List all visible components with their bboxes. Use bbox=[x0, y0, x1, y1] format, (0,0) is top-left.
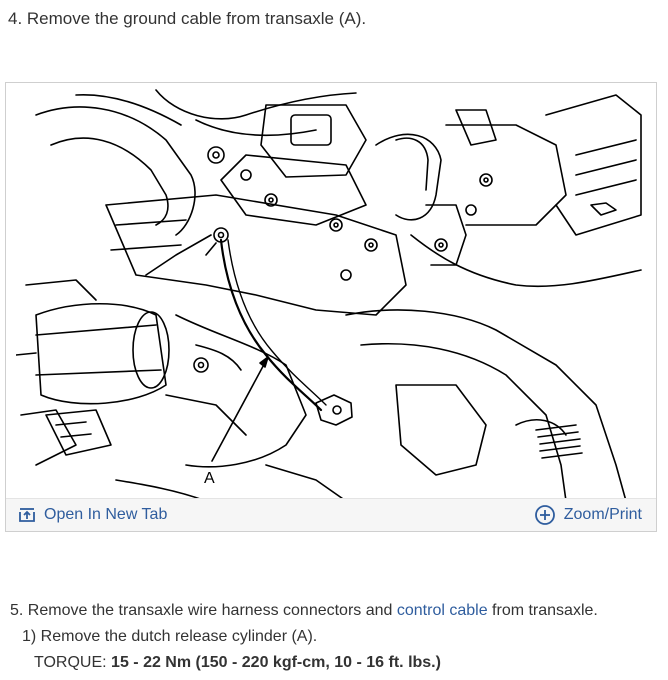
open-in-new-tab-button[interactable]: Open In New Tab bbox=[18, 499, 167, 531]
figure-container: A Open In New Tab Zoom/Print bbox=[5, 82, 657, 532]
step-5-instruction: 5. Remove the transaxle wire harness con… bbox=[10, 600, 598, 622]
transaxle-ground-cable-diagram: A bbox=[16, 85, 646, 575]
step-5-suffix: from transaxle. bbox=[487, 602, 598, 619]
step-4-instruction: 4. Remove the ground cable from transaxl… bbox=[8, 9, 367, 28]
zoom-plus-icon bbox=[534, 504, 556, 526]
open-in-new-tab-label: Open In New Tab bbox=[44, 506, 168, 523]
zoom-print-label: Zoom/Print bbox=[563, 506, 642, 523]
figure-toolbar: Open In New Tab Zoom/Print bbox=[6, 498, 656, 531]
step-5-substep-1: 1) Remove the dutch release cylinder (A)… bbox=[22, 628, 318, 645]
zoom-print-button[interactable]: Zoom/Print bbox=[534, 499, 642, 531]
callout-label-a: A bbox=[204, 470, 215, 487]
torque-spec: TORQUE: 15 - 22 Nm (150 - 220 kgf-cm, 10… bbox=[34, 652, 441, 674]
torque-value: 15 - 22 Nm (150 - 220 kgf-cm, 10 - 16 ft… bbox=[111, 654, 441, 671]
step-5-prefix: 5. Remove the transaxle wire harness con… bbox=[10, 602, 397, 619]
torque-label: TORQUE: bbox=[34, 654, 112, 671]
open-new-tab-icon bbox=[18, 507, 36, 523]
control-cable-link[interactable]: control cable bbox=[396, 602, 488, 619]
